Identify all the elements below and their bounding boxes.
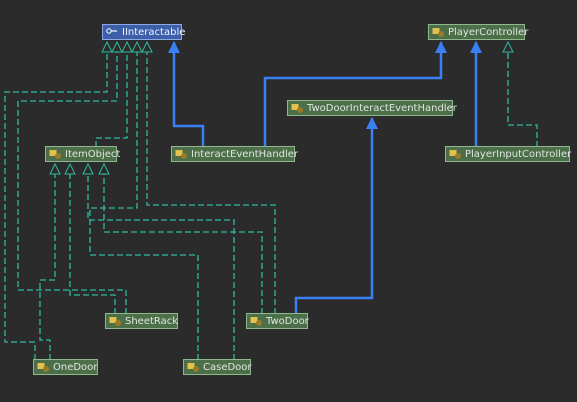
edge-realization-case_door-to-item_object [88, 164, 235, 360]
node-label: CaseDoor [203, 361, 252, 373]
edge-realization-item_object-to-iinteractable [95, 42, 127, 147]
edge-realization-sheet_rack-to-item_object [70, 164, 116, 314]
class-icon [49, 149, 61, 159]
class-icon [432, 27, 444, 37]
node-label: InteractEventHandler [191, 148, 299, 160]
edge-realization-one_door-to-item_object [39, 164, 55, 360]
class-icon [37, 362, 49, 372]
node-player-input-controller[interactable]: PlayerInputController [445, 146, 572, 162]
class-icon [291, 103, 303, 113]
class-icon [250, 316, 262, 326]
node-label: IInteractable [122, 26, 186, 38]
node-two-door[interactable]: TwoDoor [246, 313, 309, 329]
node-player-controller[interactable]: PlayerController [428, 24, 529, 40]
node-label: PlayerController [448, 26, 529, 38]
class-icon [175, 149, 187, 159]
edge-realization-sheet_rack-to-iinteractable [17, 42, 127, 314]
edge-inheritance-two_door-to-two_door_handler [294, 117, 378, 314]
node-iinteractable[interactable]: IInteractable [102, 24, 186, 40]
edge-realization-two_door-to-item_object [104, 164, 263, 314]
node-case-door[interactable]: CaseDoor [183, 359, 252, 375]
node-label: OneDoor [53, 361, 98, 373]
edge-realization-player_input_controller-to-player_controller [508, 42, 538, 147]
edge-inheritance-interact_event_handler-to-player_controller [263, 41, 447, 147]
interface-icon [106, 27, 117, 34]
edge-realization-case_door-to-iinteractable [89, 42, 199, 360]
node-label: ItemObject [65, 148, 121, 160]
node-sheet-rack[interactable]: SheetRack [105, 313, 178, 329]
node-label: TwoDoorInteractEventHandler [307, 102, 457, 114]
node-interact-event-handler[interactable]: InteractEventHandler [171, 146, 299, 162]
node-label: TwoDoor [266, 315, 309, 327]
class-icon [187, 362, 199, 372]
edge-inheritance-interact_event_handler-to-iinteractable [168, 41, 205, 147]
class-icon [109, 316, 121, 326]
edge-realization-one_door-to-iinteractable [4, 42, 107, 360]
edge-realization-two_door-to-iinteractable [147, 42, 276, 314]
node-two-door-interact-event-handler[interactable]: TwoDoorInteractEventHandler [287, 100, 457, 116]
node-label: PlayerInputController [465, 148, 572, 160]
class-icon [449, 149, 461, 159]
node-item-object[interactable]: ItemObject [45, 146, 121, 162]
node-label: SheetRack [125, 315, 179, 327]
node-one-door[interactable]: OneDoor [33, 359, 98, 375]
